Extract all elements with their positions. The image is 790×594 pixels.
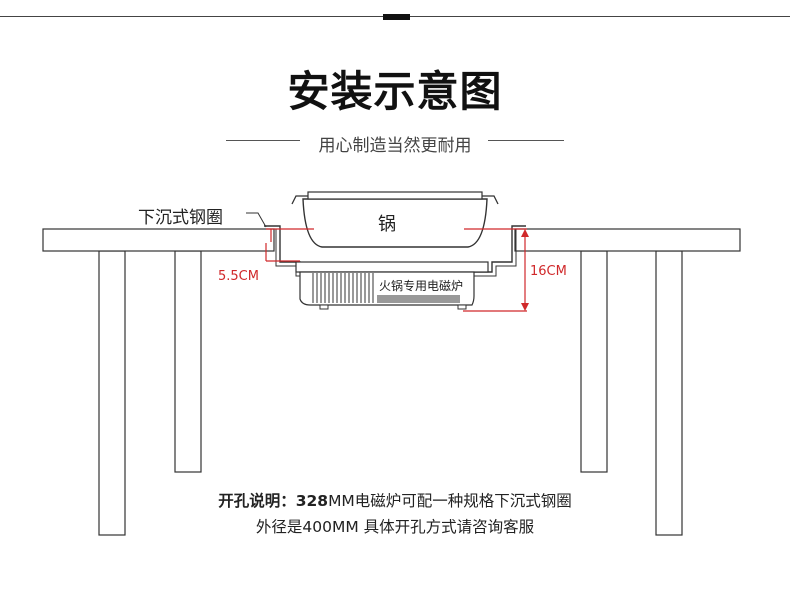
pot-rim (307, 191, 483, 200)
top-divider-tab (383, 14, 410, 20)
pot-handle-left (291, 195, 308, 205)
notes-label: 开孔说明： (218, 492, 296, 510)
cooker-foot-right (457, 304, 467, 310)
table-leg-outer-left (98, 250, 126, 536)
label-induction-cooker: 火锅专用电磁炉 (379, 279, 464, 293)
notes-line-1: 开孔说明：328MM电磁炉可配一种规格下沉式钢圈 (0, 488, 790, 514)
notes-line-2: 外径是400MM 具体开孔方式请咨询客服 (255, 518, 535, 536)
subtitle-line-left (226, 140, 300, 141)
dim-16cm-arrow-bottom (521, 303, 529, 311)
notes-size: 328 (295, 492, 329, 510)
table-leg-inner-left (174, 250, 202, 473)
pot-handle-right (482, 195, 499, 205)
pot-body (302, 198, 488, 248)
dim-5.5cm (265, 228, 314, 262)
label-dim-16cm: 16CM (530, 264, 567, 279)
label-sunken-ring: 下沉式钢圈 (138, 208, 223, 228)
cooker-body (299, 271, 475, 306)
page-subtitle: 用心制造当然更耐用 (318, 136, 472, 156)
ring-leader-line (246, 212, 267, 228)
cooker-foot-left (319, 304, 329, 310)
dim-16cm-arrow-top (521, 229, 529, 237)
dim-16cm (463, 228, 527, 312)
notes-line-1-text: MM电磁炉可配一种规格下沉式钢圈 (328, 492, 572, 510)
cooker-top-plate (295, 261, 489, 273)
label-pot: 锅 (378, 214, 396, 235)
tabletop-left (42, 228, 275, 252)
cooker-vents (312, 273, 460, 303)
subtitle-line-right (488, 140, 564, 141)
installation-notes: 开孔说明：328MM电磁炉可配一种规格下沉式钢圈 外径是400MM 具体开孔方式… (0, 488, 790, 540)
tabletop-right (514, 228, 741, 252)
page-title: 安装示意图 (287, 67, 503, 116)
table-leg-inner-right (580, 250, 608, 473)
label-dim-5.5cm: 5.5CM (218, 269, 259, 284)
